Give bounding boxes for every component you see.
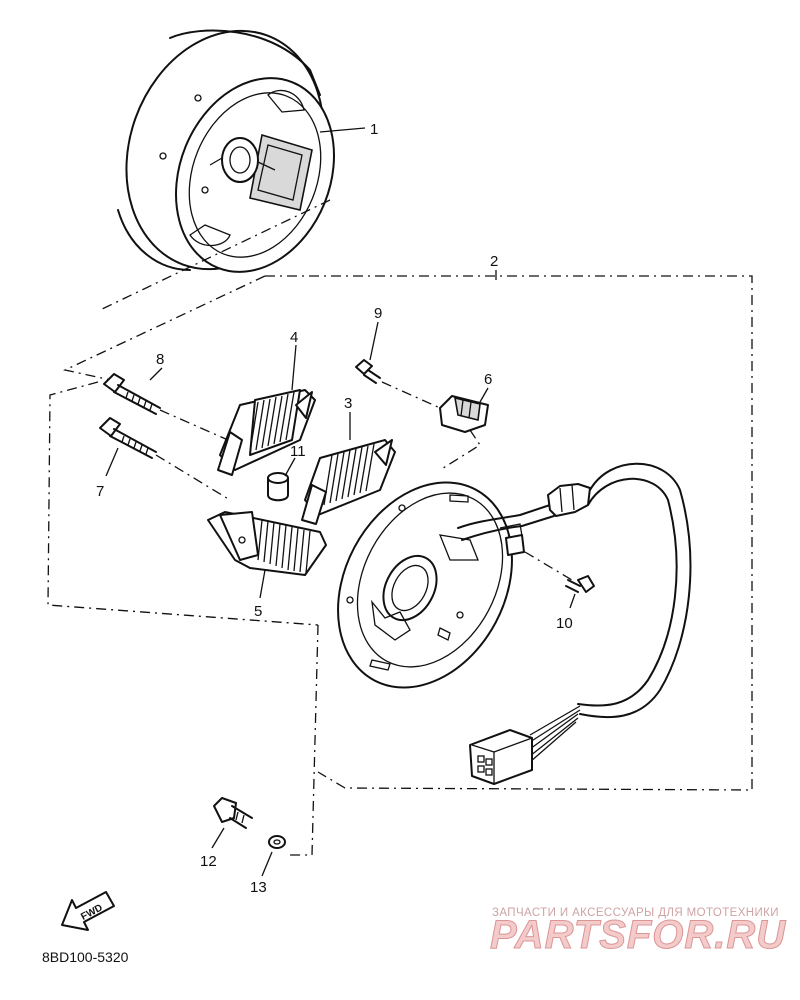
callout-2: 2: [490, 253, 498, 270]
drawing-code: 8BD100-5320: [42, 949, 129, 965]
callout-3: 3: [344, 395, 352, 412]
part-5-lighting-coil: [207, 511, 327, 599]
part-4-pulser-coil: [217, 344, 316, 476]
part-10-screw: [524, 551, 595, 609]
callout-6: 6: [484, 371, 492, 388]
part-9-screw: [355, 321, 441, 409]
callout-7: 7: [96, 483, 104, 500]
callout-1: 1: [370, 121, 378, 138]
callout-11: 11: [290, 443, 306, 460]
part-1-flywheel-rotor: [117, 29, 366, 273]
stator-base-plate: [337, 481, 513, 689]
part-13-washer: [261, 835, 286, 877]
callout-12: 12: [200, 853, 217, 870]
callout-8: 8: [156, 351, 164, 368]
part-2-stator-assembly-boundary: [47, 199, 753, 856]
watermark-logo: ЗАПЧАСТИ И АКСЕССУАРЫ ДЛЯ МОТОТЕХНИКИ PA…: [490, 907, 786, 958]
watermark-logo-text: PARTSFOR.RU: [490, 913, 786, 957]
callout-5: 5: [254, 603, 262, 620]
wire-harness: [457, 462, 692, 785]
callout-13: 13: [250, 879, 267, 896]
part-3-charging-coil: [301, 412, 396, 525]
callout-10: 10: [556, 615, 573, 632]
part-12-bolt: [211, 797, 253, 849]
callout-4: 4: [290, 329, 298, 346]
forward-direction-arrow-icon: FWD: [61, 891, 115, 931]
part-11-collar: [267, 457, 296, 502]
callout-9: 9: [374, 305, 382, 322]
part-6-pickup-sensor: [439, 387, 489, 471]
part-8-screw: [103, 367, 229, 441]
part-7-screw: [99, 417, 231, 501]
watermark-tagline: ЗАПЧАСТИ И АКСЕССУАРЫ ДЛЯ МОТОТЕХНИКИ: [492, 907, 779, 919]
